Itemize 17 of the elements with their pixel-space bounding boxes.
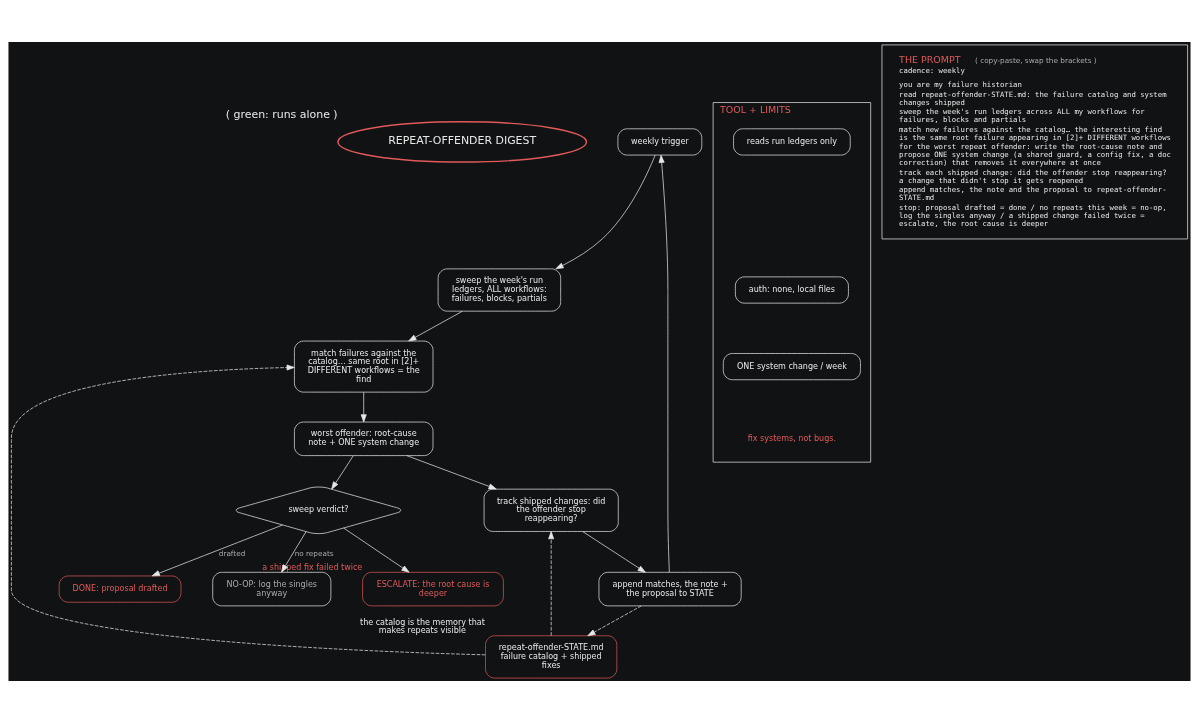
node-ellipse: REPEAT-OFFENDER DIGEST	[337, 120, 588, 163]
edge-label: drafted	[218, 548, 246, 558]
arrow	[331, 454, 354, 490]
arrow	[343, 527, 410, 573]
arrow	[587, 605, 642, 636]
arrow	[555, 154, 656, 269]
arrow	[582, 530, 646, 573]
arrow	[360, 391, 367, 422]
arrow	[406, 454, 497, 489]
arrow	[11, 364, 486, 655]
edge-label: no repeats	[294, 548, 334, 558]
arrow	[548, 530, 555, 636]
arrow	[658, 154, 670, 572]
arrow	[408, 310, 463, 341]
node-box: THE PROMPT ( copy-paste, swap the brackets ) cadence: weekly you are my failure historian read repeat-offender-STATE.md: the failure catalog and system changes shipped sweep the week's run ledgers across ALL my workflows for failures, blocks and partials match new failures against the catalog… the interesting find is the same root failure appearing in [2]+ DIFFERENT workflows for the worst repeat offender: write the root-cause note and propose ONE system change (a shared guard, a config fix, a doc correction) that removes it everywhere at once track each shipped change: did the offender stop reappearing? a change that didn't stop it gets reopened append matches, the note and the proposal to repeat-offender-STATE.md stop: proposal drafted = done / no repeats this week = no-op, log the singles anyway / a shipped change failed twice = escalate, the root cause is deeper	[881, 44, 1188, 239]
node-label: ( green: runs alone )	[225, 107, 338, 121]
arrow	[151, 524, 283, 576]
